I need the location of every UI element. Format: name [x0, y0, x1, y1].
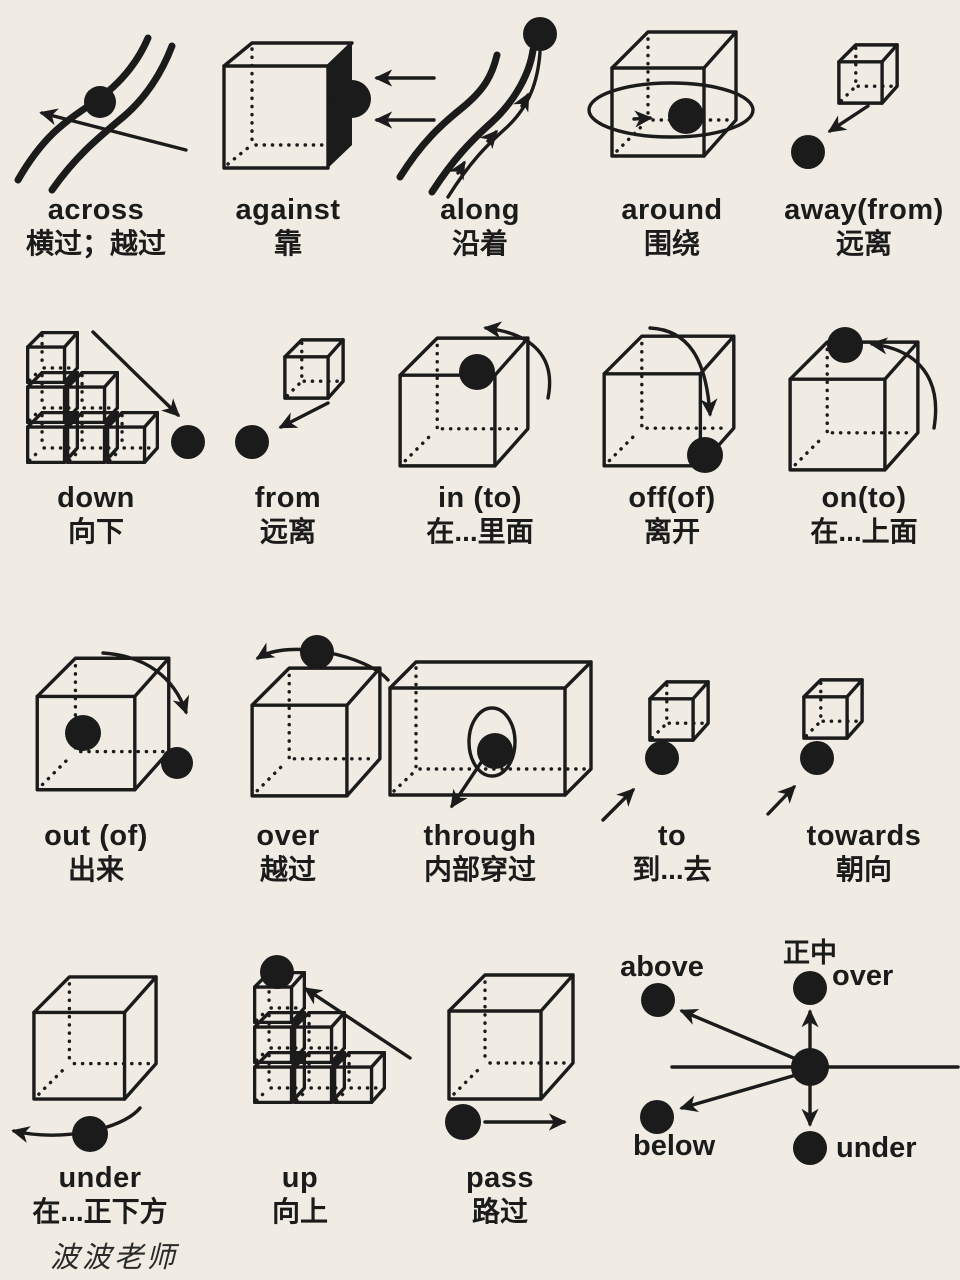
chinese-label: 出来: [67, 854, 124, 886]
term-pass: pass 路过: [400, 928, 600, 1231]
english-label: pass: [465, 1162, 535, 1194]
term-on-to: on(to) 在...上面: [768, 298, 960, 551]
chinese-label: 远离: [835, 228, 892, 260]
row-2: down 向下 from 远离 in (to) 在...: [0, 298, 960, 551]
term-towards: towards 朝向: [766, 616, 960, 889]
to-icon: [601, 681, 709, 822]
english-label: from: [254, 482, 322, 514]
row-3: out (of) 出来 over 越过: [0, 616, 960, 889]
term-around: around 围绕: [576, 10, 768, 263]
watermark: 波波老师: [50, 1240, 179, 1274]
chinese-label: 向下: [67, 516, 124, 548]
chinese-label: 离开: [643, 516, 700, 548]
english-label: over: [256, 820, 320, 852]
over-icon: [250, 635, 390, 798]
from-icon: [235, 339, 344, 459]
on-to-icon: [788, 327, 938, 472]
through-icon: [388, 660, 593, 809]
term-under: under 在...正下方: [0, 928, 200, 1231]
term-across: across 横过；越过: [0, 10, 192, 263]
chinese-label: 靠: [273, 228, 302, 260]
center-top-label: 正中: [783, 938, 837, 968]
position-axis-diagram: above 正中 over below under: [600, 928, 960, 1231]
chinese-label: 在...上面: [810, 516, 918, 548]
chinese-label: 越过: [259, 854, 316, 886]
english-label: around: [621, 194, 723, 226]
pass-icon: [445, 973, 575, 1140]
above-below-over-under-icon: above 正中 over below under: [620, 938, 960, 1165]
term-in-to: in (to) 在...里面: [384, 298, 576, 551]
term-through: through 内部穿过: [384, 616, 593, 889]
across-icon: [14, 34, 188, 194]
english-label: to: [657, 820, 687, 852]
term-down: down 向下: [0, 298, 205, 551]
under-icon: [11, 975, 158, 1152]
out-of-icon: [35, 651, 193, 792]
term-over: over 越过: [192, 616, 390, 889]
english-label: away(from): [784, 194, 944, 226]
against-icon: [222, 41, 436, 170]
chinese-label: 路过: [471, 1196, 528, 1228]
chinese-label: 在...正下方: [32, 1196, 168, 1228]
term-from: from 远离: [192, 298, 384, 551]
chinese-label: 朝向: [835, 854, 892, 886]
english-label: down: [57, 482, 135, 514]
english-label: under: [58, 1162, 142, 1194]
chinese-label: 到...去: [632, 854, 712, 886]
away-from-icon: [791, 44, 898, 169]
english-label: in (to): [437, 482, 522, 514]
under-label: under: [836, 1132, 917, 1164]
term-out-of: out (of) 出来: [0, 616, 193, 889]
over-label: over: [832, 960, 893, 992]
english-label: up: [281, 1162, 319, 1194]
below-label: below: [633, 1130, 716, 1162]
english-label: along: [440, 194, 520, 226]
chinese-label: 沿着: [451, 228, 508, 260]
chinese-label: 横过；越过: [25, 228, 166, 260]
english-label: on(to): [821, 482, 907, 514]
off-of-icon: [602, 326, 736, 473]
down-icon: [26, 330, 205, 464]
in-to-icon: [398, 321, 552, 468]
chinese-label: 远离: [259, 516, 316, 548]
english-label: off(of): [628, 482, 716, 514]
english-label: across: [47, 194, 145, 226]
above-label: above: [620, 951, 704, 983]
along-icon: [396, 17, 557, 199]
row-1: across 横过；越过 against 靠: [0, 10, 960, 263]
term-against: against 靠: [192, 10, 436, 263]
term-off-of: off(of) 离开: [576, 298, 768, 551]
english-label: through: [423, 820, 537, 852]
chinese-label: 内部穿过: [423, 854, 536, 886]
chinese-label: 在...里面: [426, 516, 534, 548]
english-label: towards: [806, 820, 922, 852]
term-to: to 到...去: [576, 616, 768, 889]
towards-icon: [766, 679, 863, 816]
term-along: along 沿着: [384, 10, 576, 263]
chinese-label: 向上: [271, 1196, 328, 1228]
english-label: against: [235, 194, 341, 226]
row-4: under 在...正下方 up 向上: [0, 928, 960, 1231]
chinese-label: 围绕: [643, 228, 700, 260]
term-up: up 向上: [200, 928, 412, 1231]
term-away-from: away(from) 远离: [768, 10, 960, 263]
around-icon: [587, 30, 755, 158]
english-label: out (of): [44, 820, 148, 852]
up-icon: [253, 955, 412, 1104]
